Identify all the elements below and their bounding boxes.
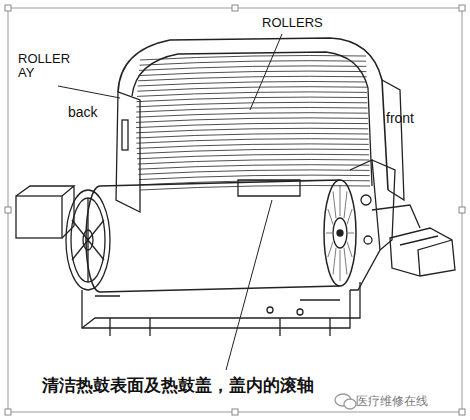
roller-line <box>136 108 367 113</box>
roller-line <box>136 123 368 128</box>
drum-spoke <box>344 248 347 275</box>
roller-line <box>139 180 369 185</box>
roller-line <box>136 134 368 139</box>
roller-line <box>139 170 370 175</box>
direction-label: back <box>68 104 98 120</box>
watermark: 医疗维修在线 <box>356 393 428 410</box>
roller-end-plate <box>116 92 140 212</box>
roller-line <box>136 128 368 133</box>
leader-line <box>226 200 272 370</box>
roller-line <box>137 87 367 92</box>
exit-chute <box>372 205 455 276</box>
direction-label: front <box>386 110 414 126</box>
part-label: ROLLER AY <box>18 52 80 80</box>
part-label: ROLLERS <box>262 15 323 30</box>
roller-line <box>137 144 369 149</box>
drum-spoke <box>340 250 341 281</box>
roller-line <box>137 97 368 102</box>
roller-line <box>136 118 368 123</box>
drum-spoke <box>333 191 336 218</box>
roller-line <box>139 61 366 65</box>
drum-spoke <box>326 233 332 234</box>
caption: 清洁热鼓表面及热鼓盖，盖内的滚轴 <box>40 374 316 397</box>
drum-spoke <box>328 242 333 258</box>
gear-wheel <box>66 190 110 290</box>
drum-end-detail <box>326 185 354 281</box>
roller-line <box>136 113 368 118</box>
drum-spoke <box>344 191 347 218</box>
watermark-icon <box>335 394 356 409</box>
drum-spoke <box>347 242 352 258</box>
drum-spoke <box>328 209 333 225</box>
handles <box>5 5 465 415</box>
front-bracket <box>350 160 395 290</box>
roller-line <box>139 175 370 180</box>
leader-line <box>250 34 282 110</box>
drum-spoke <box>333 248 336 275</box>
motor-box <box>16 186 74 238</box>
drum-spoke <box>347 209 352 225</box>
drum-spoke <box>348 233 354 234</box>
roller-line <box>138 82 367 87</box>
leader-lines <box>58 34 282 370</box>
lid <box>116 38 404 212</box>
roller-line <box>137 154 369 159</box>
base-frame <box>82 282 360 336</box>
roller-line <box>138 160 370 165</box>
heat-drum <box>86 180 356 292</box>
roller-line <box>140 186 370 191</box>
leader-line <box>58 86 120 98</box>
roller-line <box>139 66 366 71</box>
roller-line <box>139 71 367 76</box>
frame <box>8 8 462 412</box>
drum-spoke <box>340 185 341 216</box>
roller-line <box>136 139 368 144</box>
roller-line <box>137 92 367 97</box>
roller-line <box>138 76 367 81</box>
roller-line <box>137 149 369 154</box>
roller-line <box>138 165 369 170</box>
rollers <box>136 56 370 191</box>
roller-line <box>140 56 366 61</box>
